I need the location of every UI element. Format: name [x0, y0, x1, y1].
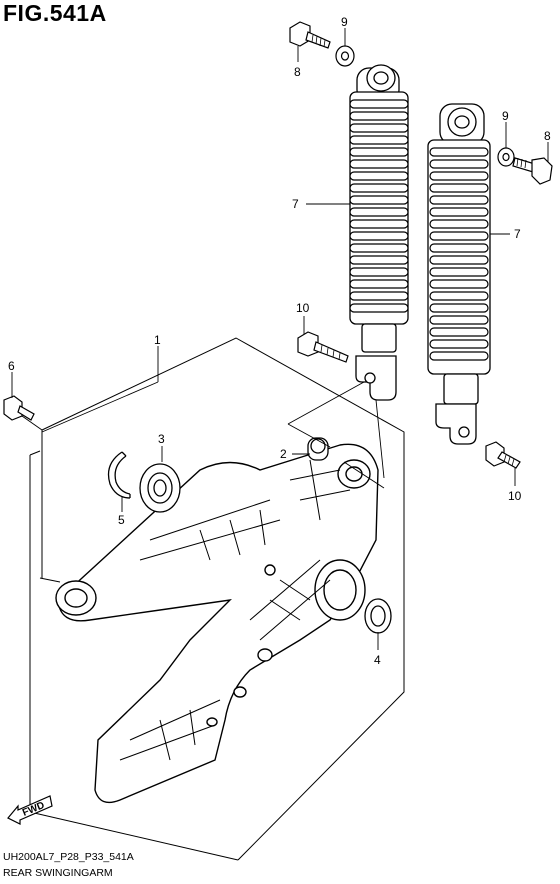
circlip-5: [107, 451, 131, 499]
figure-name: REAR SWINGINGARM: [3, 867, 113, 879]
washer-9-right: [497, 147, 515, 167]
swingarm: [55, 443, 379, 804]
leader-lines: [11, 28, 549, 650]
callout-10-left: 10: [296, 301, 310, 315]
callout-1: 1: [154, 333, 161, 347]
bolt-8-left: [289, 21, 331, 49]
callout-7-right: 7: [514, 227, 521, 241]
bearing-3: [139, 463, 181, 513]
callout-9-left: 9: [341, 15, 348, 29]
shock-absorber-left: [349, 64, 409, 401]
bolt-10-left: [297, 331, 349, 363]
figure-code: UH200AL7_P28_P33_541A: [3, 851, 134, 863]
callout-8-left: 8: [294, 65, 301, 79]
callout-3: 3: [158, 432, 165, 446]
bush-2: [307, 437, 329, 461]
bolt-6: [3, 395, 35, 421]
callout-4: 4: [374, 653, 381, 667]
bolt-10-right: [485, 441, 521, 469]
fwd-label: FWD: [21, 800, 46, 819]
figure-title: FIG.541A: [3, 0, 107, 26]
oil-seal-4: [364, 598, 392, 634]
callout-5: 5: [118, 513, 125, 527]
callout-6: 6: [8, 359, 15, 373]
callout-9-right: 9: [502, 109, 509, 123]
callout-8-right: 8: [544, 129, 551, 143]
callouts: 1 2 3 4 5 6 7 7 8 8 9 9 10 10: [8, 15, 551, 667]
callout-2: 2: [280, 447, 287, 461]
callout-10-right: 10: [508, 489, 522, 503]
shock-absorber-right: [427, 103, 491, 445]
washer-9-left: [335, 45, 355, 67]
callout-7-left: 7: [292, 197, 299, 211]
bolt-8-right: [512, 157, 553, 185]
assembly-frame: [29, 337, 405, 861]
